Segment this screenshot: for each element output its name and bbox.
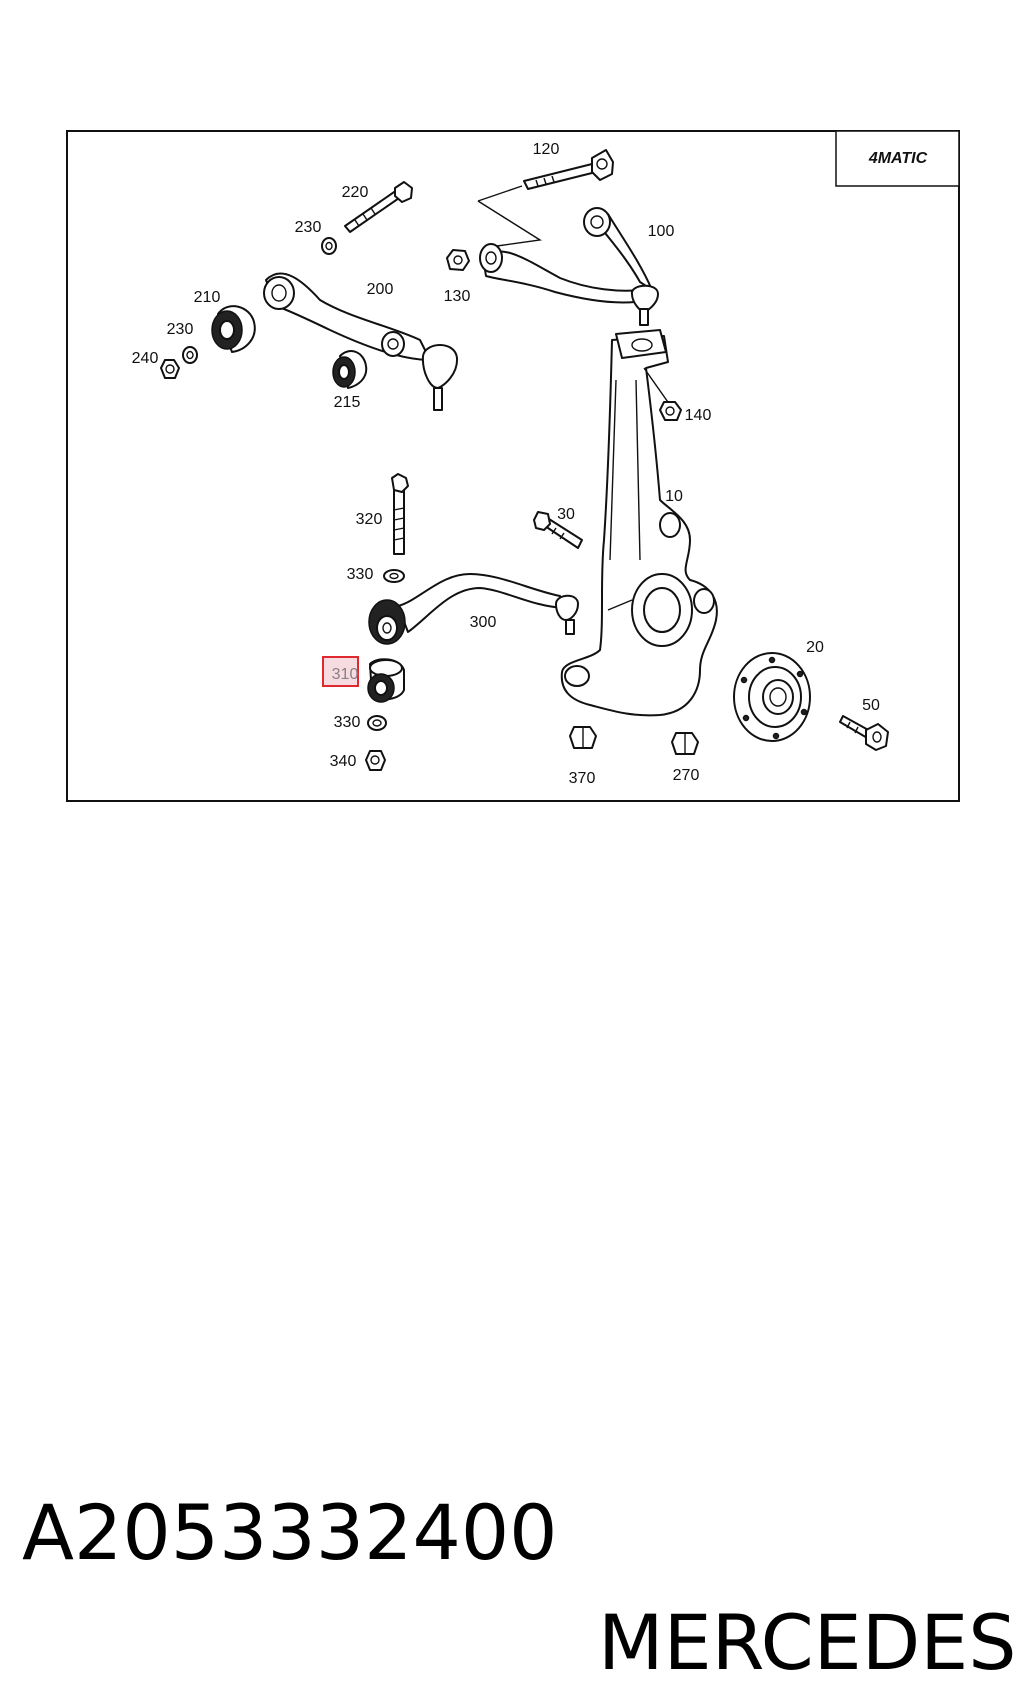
label-230-top: 230: [295, 219, 322, 236]
label-130: 130: [444, 288, 471, 305]
nut-340-icon: [365, 750, 386, 771]
label-215: 215: [334, 394, 361, 411]
label-20: 20: [806, 639, 824, 656]
washer-230-left-icon: [182, 346, 198, 364]
label-100: 100: [648, 223, 675, 240]
bushing-215-icon: [332, 350, 368, 389]
nut-270-icon: [671, 732, 699, 755]
label-320: 320: [356, 511, 383, 528]
nut-370-icon: [569, 726, 597, 749]
label-230-left: 230: [167, 321, 194, 338]
bolt-120-icon: [523, 149, 614, 190]
parts-diagram: 4MATIC: [66, 130, 960, 802]
nut-130-icon: [446, 249, 470, 271]
brand-name: MERCEDES: [598, 1598, 1017, 1687]
label-240: 240: [132, 350, 159, 367]
label-270: 270: [673, 767, 700, 784]
tension-strut-200-icon: [263, 272, 459, 411]
label-330-upper: 330: [347, 566, 374, 583]
label-340: 340: [330, 753, 357, 770]
label-120: 120: [533, 141, 560, 158]
washer-330-upper-icon: [383, 569, 405, 583]
bolt-320-icon: [391, 473, 409, 555]
bushing-310-icon: [367, 658, 405, 703]
label-210: 210: [194, 289, 221, 306]
label-220: 220: [342, 184, 369, 201]
caption: A2053332400 MERCEDES: [0, 1368, 1024, 1687]
badge-text: 4MATIC: [868, 150, 928, 167]
lower-control-arm-300-icon: [368, 573, 579, 645]
upper-control-arm-100-icon: [479, 207, 659, 326]
label-300: 300: [470, 614, 497, 631]
label-330-lower: 330: [334, 714, 361, 731]
steering-knuckle-10-icon: [560, 329, 718, 717]
bolt-220-icon: [344, 181, 413, 233]
label-10: 10: [665, 488, 683, 505]
nut-240-icon: [160, 359, 180, 379]
part-number: A2053332400: [22, 1488, 558, 1577]
label-50: 50: [862, 697, 880, 714]
bolt-30-icon: [533, 511, 583, 549]
washer-230-top-icon: [321, 237, 337, 255]
wheel-hub-20-icon: [733, 652, 811, 742]
badge-4matic: 4MATIC: [835, 130, 960, 187]
label-370: 370: [569, 770, 596, 787]
diagram-frame: [66, 130, 960, 802]
label-310: 310: [332, 666, 359, 683]
highlight-310[interactable]: 310: [322, 656, 359, 687]
label-140: 140: [685, 407, 712, 424]
bolt-50-icon: [839, 715, 889, 751]
washer-330-lower-icon: [367, 715, 387, 731]
label-200: 200: [367, 281, 394, 298]
nut-140-icon: [659, 401, 682, 421]
label-30: 30: [557, 506, 575, 523]
bushing-210-icon: [211, 305, 256, 353]
